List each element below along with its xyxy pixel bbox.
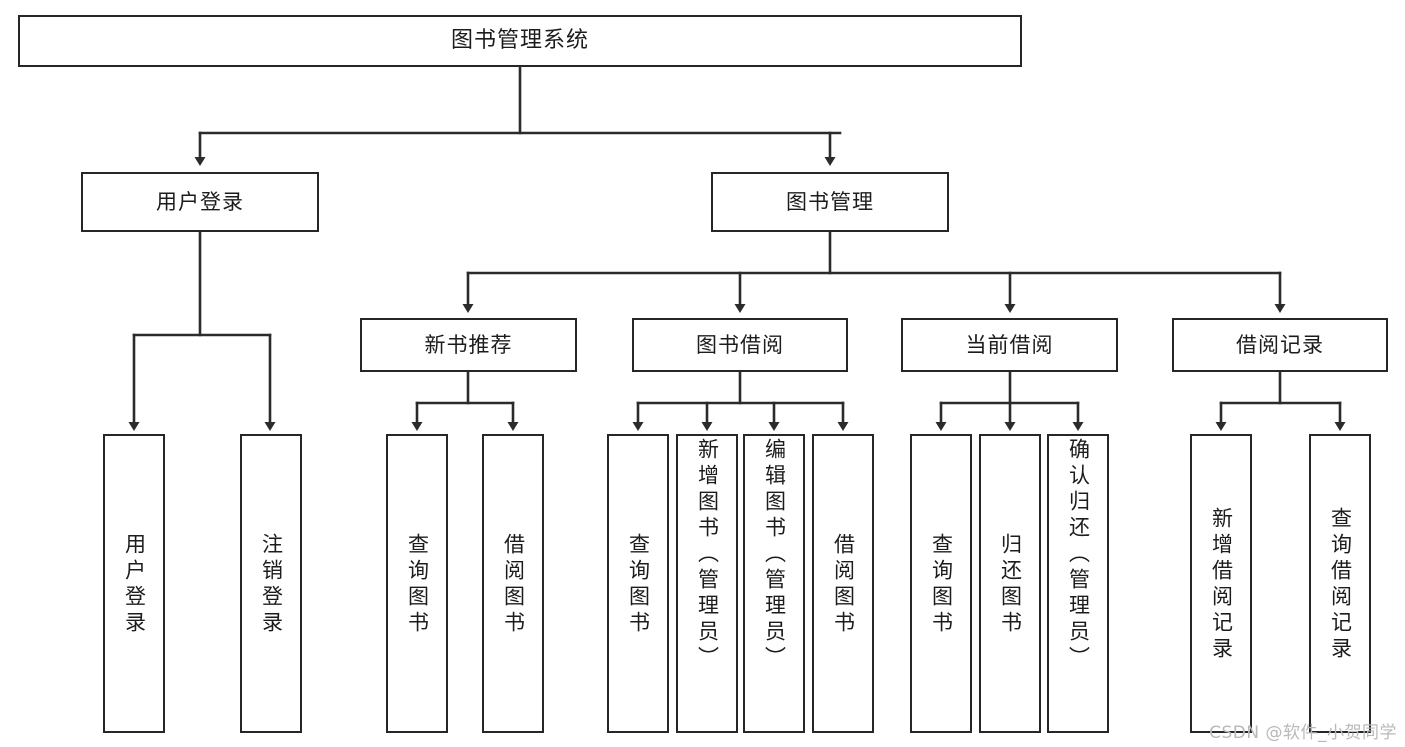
leaf-new-book-borrow[interactable]: 借阅图书 <box>482 434 544 733</box>
leaf-current-borrow-return[interactable]: 归还图书 <box>979 434 1041 733</box>
node-label: 新增图书（管理员） <box>695 438 720 672</box>
node-book-management[interactable]: 图书管理 <box>711 172 949 232</box>
node-label: 图书借阅 <box>696 332 784 357</box>
node-label: 借阅记录 <box>1236 332 1324 357</box>
node-root-system[interactable]: 图书管理系统 <box>18 15 1022 67</box>
leaf-current-borrow-confirm-return[interactable]: 确认归还（管理员） <box>1047 434 1109 733</box>
node-new-book-recommend[interactable]: 新书推荐 <box>360 318 577 372</box>
node-label: 归还图书 <box>998 532 1023 637</box>
leaf-user-login-logout[interactable]: 注销登录 <box>240 434 302 733</box>
node-user-login[interactable]: 用户登录 <box>81 172 319 232</box>
leaf-current-borrow-query[interactable]: 查询图书 <box>910 434 972 733</box>
node-label: 图书管理系统 <box>450 28 589 54</box>
leaf-book-borrow-borrow[interactable]: 借阅图书 <box>812 434 874 733</box>
leaf-book-borrow-edit[interactable]: 编辑图书（管理员） <box>743 434 805 733</box>
leaf-borrow-record-query[interactable]: 查询借阅记录 <box>1309 434 1371 733</box>
node-label: 查询借阅记录 <box>1328 506 1353 663</box>
node-label: 新增借阅记录 <box>1209 506 1234 663</box>
node-label: 确认归还（管理员） <box>1066 438 1091 672</box>
connector-lines <box>128 65 1346 431</box>
node-label: 编辑图书（管理员） <box>762 438 787 672</box>
node-label: 新书推荐 <box>424 332 513 357</box>
node-book-borrow[interactable]: 图书借阅 <box>632 318 848 372</box>
node-borrow-record[interactable]: 借阅记录 <box>1172 318 1388 372</box>
node-label: 查询图书 <box>626 532 651 637</box>
node-label: 查询图书 <box>405 532 430 637</box>
leaf-new-book-query[interactable]: 查询图书 <box>386 434 448 733</box>
node-label: 查询图书 <box>929 532 954 637</box>
leaf-borrow-record-add[interactable]: 新增借阅记录 <box>1190 434 1252 733</box>
node-label: 用户登录 <box>156 189 244 214</box>
node-label: 借阅图书 <box>501 532 526 637</box>
leaf-book-borrow-query[interactable]: 查询图书 <box>607 434 669 733</box>
leaf-user-login-login[interactable]: 用户登录 <box>103 434 165 733</box>
leaf-book-borrow-add[interactable]: 新增图书（管理员） <box>676 434 738 733</box>
node-label: 注销登录 <box>259 532 284 637</box>
node-label: 借阅图书 <box>831 532 856 637</box>
node-current-borrow[interactable]: 当前借阅 <box>901 318 1118 372</box>
node-label: 用户登录 <box>122 532 147 637</box>
node-label: 图书管理 <box>786 189 874 214</box>
node-label: 当前借阅 <box>965 332 1054 357</box>
